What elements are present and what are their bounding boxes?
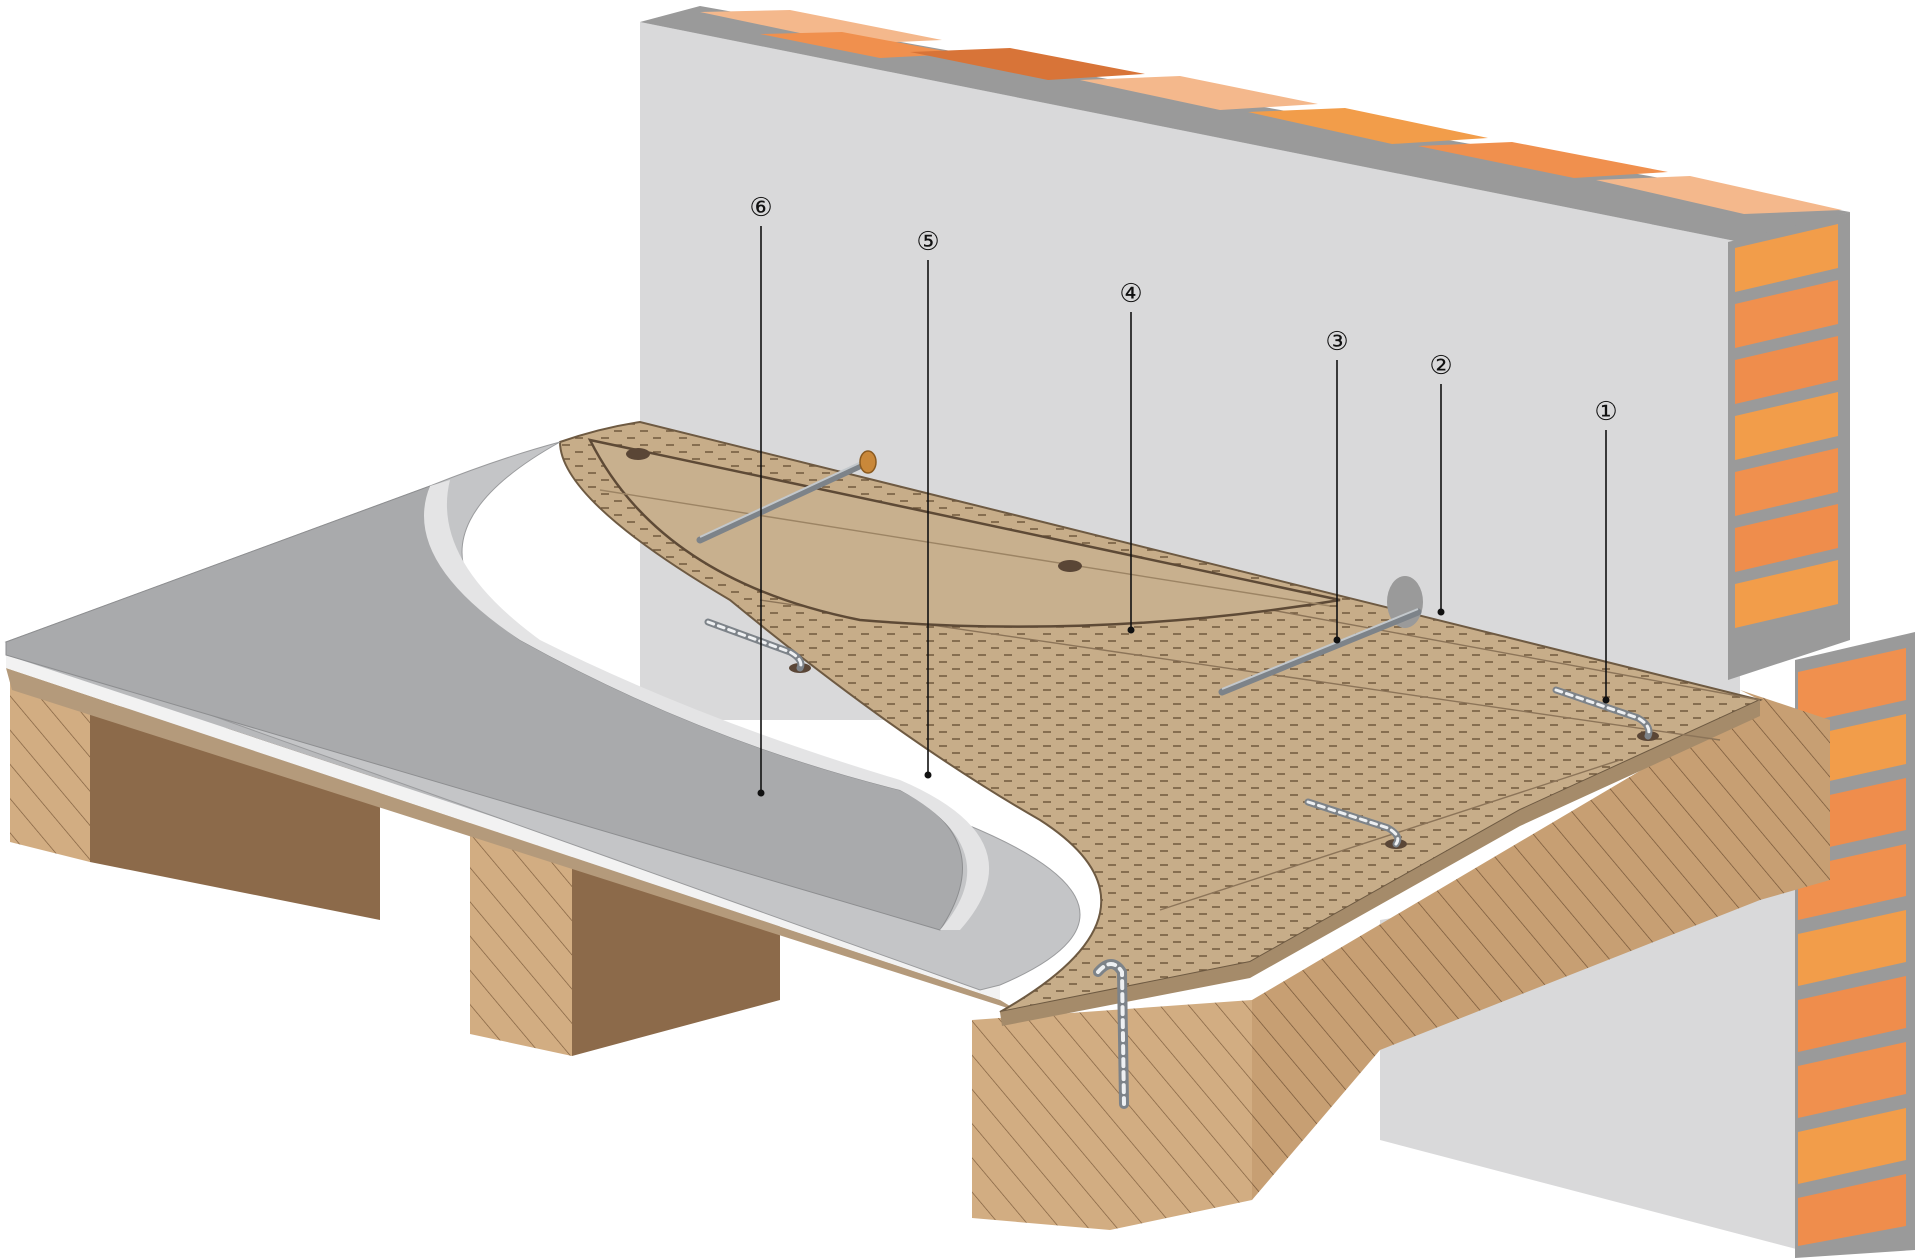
board-hole-2 xyxy=(1058,560,1082,572)
slab-edge-base xyxy=(6,668,1020,1012)
pipe-rod-upper xyxy=(696,450,877,544)
backing-board-area xyxy=(587,438,1341,628)
callout-4: ④ xyxy=(1119,279,1142,309)
callout-6: ⑥ xyxy=(749,193,772,223)
wire-tie-front xyxy=(1093,959,1129,1109)
backing-board-seam xyxy=(599,489,1331,607)
header-beam xyxy=(1740,690,1830,900)
wire-tie-1 xyxy=(704,618,811,673)
wire-tie-2 xyxy=(1304,798,1407,849)
pipe-rod-lower xyxy=(1218,576,1423,696)
callout-1: ① xyxy=(1594,397,1617,427)
slab-edge-white xyxy=(6,655,1000,1000)
callout-3: ③ xyxy=(1325,327,1348,357)
wire-tie-3 xyxy=(1552,686,1659,741)
wall-top-mortar xyxy=(640,6,1850,242)
callout-2: ② xyxy=(1429,351,1452,381)
leader-lines xyxy=(760,226,1607,793)
wall-side-bricks xyxy=(1735,224,1838,628)
wall-top-bricks xyxy=(700,10,1842,214)
callout-5: ⑤ xyxy=(916,227,939,257)
joist-front xyxy=(972,700,1760,1230)
leader-dots xyxy=(757,608,1610,797)
board-hole-1 xyxy=(626,448,650,460)
